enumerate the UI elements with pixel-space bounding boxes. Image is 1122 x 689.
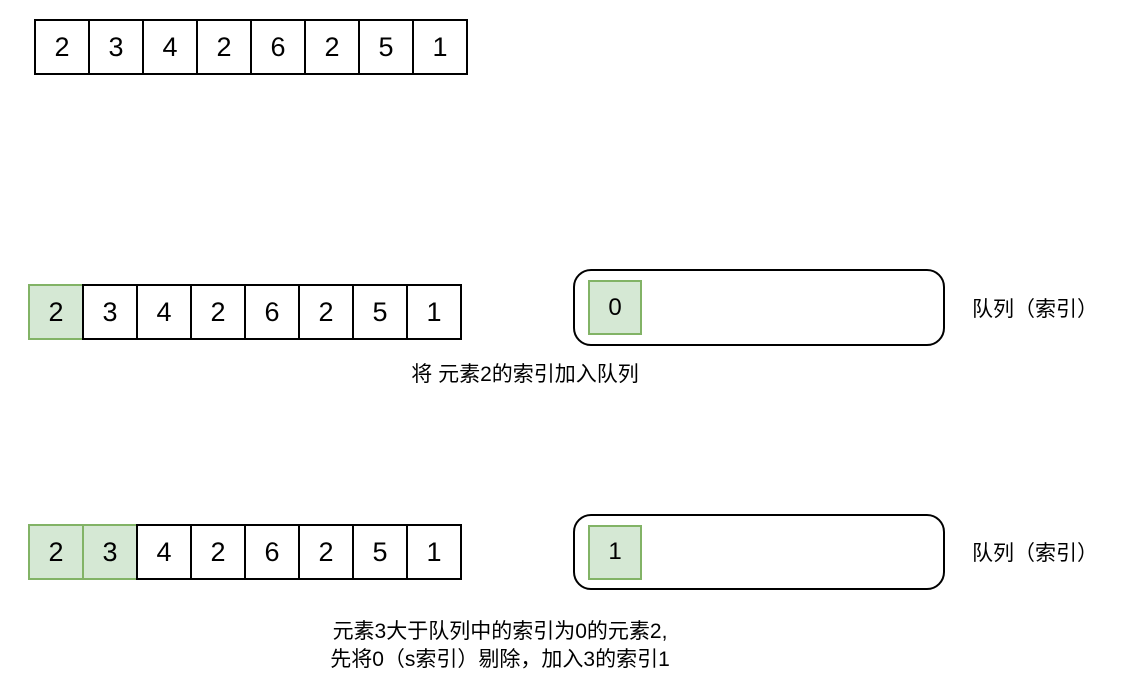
- caption-step1: 将 元素2的索引加入队列: [250, 361, 800, 389]
- array-cell-highlighted: 3: [82, 524, 138, 580]
- queue-label-step1: 队列（索引）: [972, 297, 1098, 321]
- array-cell: 4: [136, 284, 192, 340]
- array-cell: 5: [352, 524, 408, 580]
- array-cell-highlighted: 2: [28, 284, 84, 340]
- caption-line: 元素3大于队列中的索引为0的元素2,: [332, 620, 668, 643]
- array-cell-highlighted: 2: [28, 524, 84, 580]
- array-cell: 5: [358, 19, 414, 75]
- array-cell: 5: [352, 284, 408, 340]
- array-cell: 2: [304, 19, 360, 75]
- array-cell: 6: [244, 524, 300, 580]
- array-row-step2: 2 3 4 2 6 2 5 1: [28, 524, 462, 580]
- array-cell: 2: [298, 284, 354, 340]
- queue-item: 1: [588, 524, 642, 580]
- array-cell: 4: [142, 19, 198, 75]
- array-cell: 2: [34, 19, 90, 75]
- queue-step1: 0: [573, 269, 945, 346]
- queue-label-step2: 队列（索引）: [972, 542, 1098, 565]
- queue-item: 0: [588, 280, 642, 335]
- array-cell: 6: [244, 284, 300, 340]
- array-cell: 3: [88, 19, 144, 75]
- array-cell: 2: [190, 284, 246, 340]
- array-cell: 2: [298, 524, 354, 580]
- array-cell: 2: [196, 19, 252, 75]
- array-row-initial: 2 3 4 2 6 2 5 1: [34, 19, 468, 75]
- array-cell: 1: [412, 19, 468, 75]
- caption-step2: 元素3大于队列中的索引为0的元素2, 先将0（s索引）剔除，加入3的索引1: [230, 618, 770, 674]
- array-cell: 1: [406, 284, 462, 340]
- caption-line: 将 元素2的索引加入队列: [411, 363, 639, 386]
- array-cell: 6: [250, 19, 306, 75]
- caption-line: 先将0（s索引）剔除，加入3的索引1: [330, 648, 670, 671]
- array-row-step1: 2 3 4 2 6 2 5 1: [28, 284, 462, 340]
- queue-step2: 1: [573, 514, 945, 590]
- array-cell: 3: [82, 284, 138, 340]
- array-cell: 4: [136, 524, 192, 580]
- array-cell: 2: [190, 524, 246, 580]
- array-cell: 1: [406, 524, 462, 580]
